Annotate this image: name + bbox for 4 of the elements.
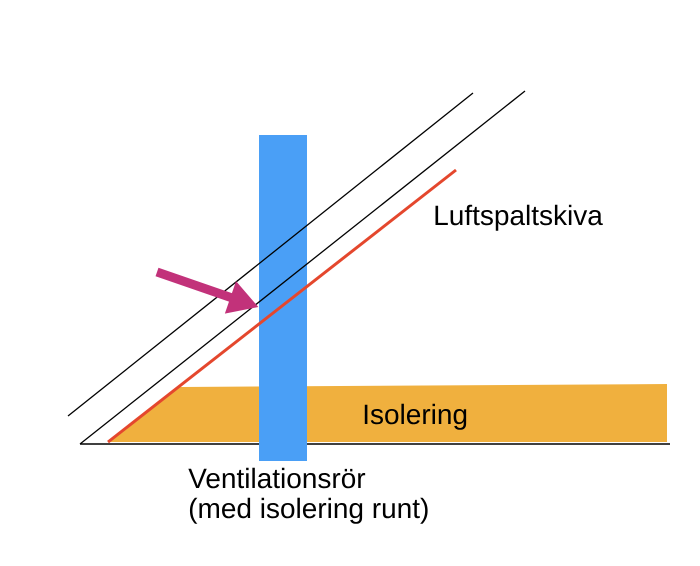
pipe-bar [259, 135, 307, 461]
pipe-label: Ventilationsrör [188, 468, 366, 488]
part-label: Luftspaltskiva [436, 204, 603, 231]
pipe-label: (med isolering runt) [190, 498, 428, 524]
